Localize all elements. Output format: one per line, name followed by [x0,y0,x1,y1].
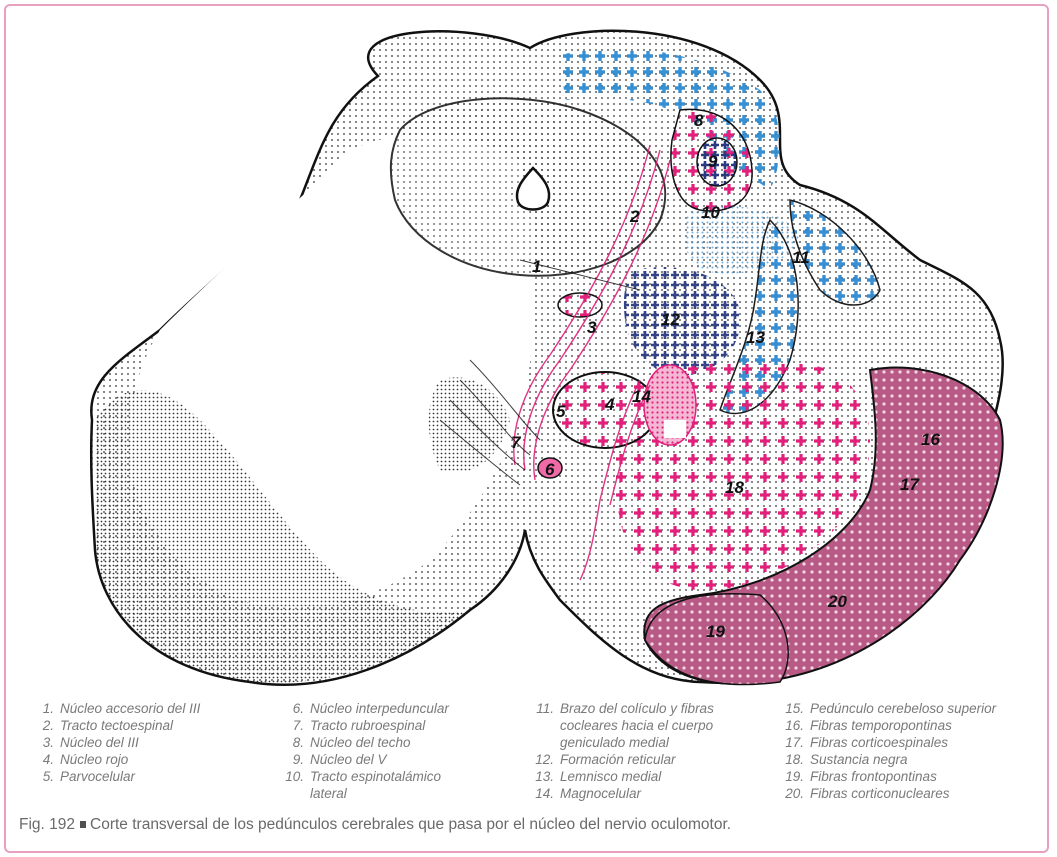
legend-item-cont: geniculado medial [530,734,714,751]
legend-item: 11.Brazo del colículo y fibras [530,700,714,717]
legend-item: 14.Magnocelular [530,785,714,802]
midbrain-cross-section: 1 2 3 4 5 6 7 8 9 10 11 12 13 14 16 17 1… [0,0,1057,700]
label-11: 11 [792,248,810,267]
legend-item: 19.Fibras frontopontinas [780,768,996,785]
label-8: 8 [694,111,704,130]
label-1: 1 [532,257,541,276]
legend-item: 5.Parvocelular [30,768,200,785]
legend-item: 8.Núcleo del techo [280,734,449,751]
caption-text: Corte transversal de los pedúnculos cere… [90,816,731,833]
legend-column-3: 11.Brazo del colículo y fibras cocleares… [530,700,714,802]
legend-item: 12.Formación reticular [530,751,714,768]
legend-item-cont: lateral [280,785,449,802]
figure-legend: 1.Núcleo accesorio del III 2.Tracto tect… [30,700,1040,812]
label-2: 2 [629,207,640,226]
figure-number: Fig. 192 [19,816,75,833]
legend-item: 17.Fibras corticoespinales [780,734,996,751]
label-12: 12 [661,310,680,329]
label-6: 6 [545,460,555,479]
label-20: 20 [827,592,847,611]
label-19: 19 [706,622,725,641]
label-18: 18 [725,478,744,497]
legend-column-4: 15.Pedúnculo cerebeloso superior 16.Fibr… [780,700,996,802]
label-9: 9 [708,152,718,171]
legend-item: 9.Núcleo del V [280,751,449,768]
legend-column-2: 6.Núcleo interpeduncular 7.Tracto rubroe… [280,700,449,802]
label-17: 17 [900,475,920,494]
label-5: 5 [556,402,566,421]
legend-column-1: 1.Núcleo accesorio del III 2.Tracto tect… [30,700,200,785]
bullet-icon [80,821,86,828]
legend-item: 3.Núcleo del III [30,734,200,751]
legend-item: 16.Fibras temporopontinas [780,717,996,734]
label-4: 4 [604,395,615,414]
legend-item: 18.Sustancia negra [780,751,996,768]
legend-item: 4.Núcleo rojo [30,751,200,768]
figure-caption: Fig. 192 Corte transversal de los pedúncu… [19,816,1039,834]
legend-item-cont: cocleares hacia el cuerpo [530,717,714,734]
label-3: 3 [587,318,597,337]
legend-item: 6.Núcleo interpeduncular [280,700,449,717]
label-16: 16 [921,430,940,449]
region-3 [558,293,602,317]
legend-item: 2.Tracto tectoespinal [30,717,200,734]
label-14: 14 [632,387,651,406]
legend-item: 1.Núcleo accesorio del III [30,700,200,717]
label-10: 10 [701,203,720,222]
legend-item: 15.Pedúnculo cerebeloso superior [780,700,996,717]
legend-item: 20.Fibras corticonucleares [780,785,996,802]
label-13: 13 [746,328,765,347]
legend-item: 7.Tracto rubroespinal [280,717,449,734]
legend-item: 10.Tracto espinotalámico [280,768,449,785]
label-7: 7 [511,433,522,452]
legend-item: 13.Lemnisco medial [530,768,714,785]
